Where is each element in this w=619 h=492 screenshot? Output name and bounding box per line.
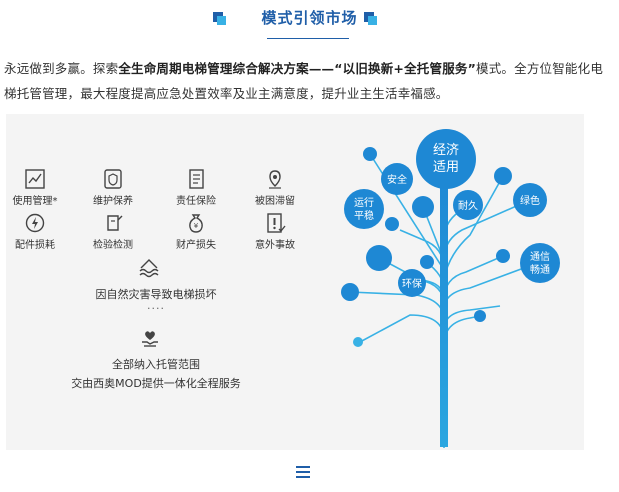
tree-dot bbox=[494, 167, 512, 185]
risk-label: 被困滞留 bbox=[255, 196, 295, 207]
chart-icon bbox=[25, 169, 45, 189]
tree-dot bbox=[353, 337, 363, 347]
risk-label: 意外事故 bbox=[255, 240, 295, 251]
menu-icon[interactable] bbox=[296, 466, 310, 481]
service-tree-diagram: 经济适用 安全 运行平稳 耐久 绿色 通信畅通 环保 bbox=[341, 129, 560, 448]
tree-dot bbox=[363, 147, 377, 161]
risk-item-usage: 使用管理* bbox=[0, 168, 70, 207]
tree-node-eco bbox=[398, 269, 426, 297]
tree-dot bbox=[412, 196, 434, 218]
continuation-dots: ···· bbox=[147, 302, 165, 315]
footer-bar bbox=[0, 455, 619, 492]
tree-node-label-eco: 环保 bbox=[402, 277, 422, 290]
intro-paragraph: 永远做到多赢。探索全生命周期电梯管理综合解决方案——“以旧换新+全托管服务”模式… bbox=[4, 56, 609, 106]
risk-label: 使用管理* bbox=[12, 196, 58, 207]
risk-item-insurance: 责任保险 bbox=[161, 168, 231, 207]
risk-label: 检验检测 bbox=[93, 240, 133, 251]
risk-item-parts: 配件损耗 bbox=[0, 212, 70, 251]
risk-item-property: ¥ 财产损失 bbox=[161, 212, 231, 251]
tree-node-stable bbox=[344, 189, 384, 229]
warning-doc-icon bbox=[267, 213, 286, 233]
tree-node-green bbox=[513, 183, 547, 217]
decor-square-left-icon bbox=[213, 12, 226, 25]
summary-line-2: 交由西奥MOD提供一体化全程服务 bbox=[71, 377, 241, 390]
tree-node-label-durable: 耐久 bbox=[458, 199, 478, 212]
intro-text-2: 模式。全方位智能化电梯托管管理，最大程度提高应急处置效率及业主满意度，提升业主生… bbox=[4, 61, 604, 101]
tree-dot bbox=[341, 283, 359, 301]
tree-dot bbox=[496, 249, 510, 263]
tree-node-label-stable: 运行平稳 bbox=[354, 196, 374, 222]
section-title: 模式引领市场 bbox=[261, 9, 358, 27]
title-underline bbox=[267, 38, 349, 39]
lightning-icon bbox=[25, 213, 45, 233]
tree-trunk bbox=[440, 175, 448, 447]
section-header: 模式引领市场 bbox=[0, 0, 619, 44]
tree-node-label-green: 绿色 bbox=[520, 194, 540, 207]
tree-root-label: 经济适用 bbox=[433, 143, 459, 175]
tree-dot bbox=[366, 245, 392, 271]
tree-dot bbox=[385, 217, 399, 231]
tree-node-communication bbox=[520, 243, 560, 283]
tree-dot bbox=[474, 310, 486, 322]
tree-node-durable bbox=[453, 190, 483, 220]
intro-bold-text: 全生命周期电梯管理综合解决方案——“以旧换新+全托管服务” bbox=[118, 61, 477, 76]
disaster-label: 因自然灾害导致电梯损坏 bbox=[95, 288, 217, 301]
risk-label: 财产损失 bbox=[176, 240, 216, 251]
shield-icon bbox=[104, 169, 122, 189]
decor-square-right-icon bbox=[364, 12, 377, 25]
tree-node-safety bbox=[381, 163, 413, 195]
risk-label: 配件损耗 bbox=[15, 240, 55, 251]
risk-item-trapped: 被困滞留 bbox=[240, 168, 310, 207]
tree-node-label-safety: 安全 bbox=[387, 173, 407, 186]
risk-item-inspection: 检验检测 bbox=[78, 212, 148, 251]
tree-root-node bbox=[416, 129, 476, 189]
risk-item-accident: 意外事故 bbox=[240, 212, 310, 251]
intro-text-1: 永远做到多赢。探索 bbox=[4, 61, 119, 76]
inspection-icon bbox=[107, 215, 123, 231]
risk-label: 责任保险 bbox=[176, 196, 216, 207]
summary-line-1: 全部纳入托管范围 bbox=[112, 358, 200, 371]
money-bag-icon: ¥ bbox=[189, 214, 203, 233]
tree-node-label-communication: 通信畅通 bbox=[530, 251, 550, 276]
heart-hand-icon bbox=[139, 328, 161, 354]
flood-icon bbox=[137, 256, 161, 284]
risk-item-maintenance: 维护保养 bbox=[78, 168, 148, 207]
document-icon bbox=[189, 169, 204, 189]
svg-text:¥: ¥ bbox=[194, 222, 199, 230]
location-pin-icon bbox=[269, 170, 281, 189]
risk-label: 维护保养 bbox=[93, 196, 133, 207]
tree-dot bbox=[420, 255, 434, 269]
